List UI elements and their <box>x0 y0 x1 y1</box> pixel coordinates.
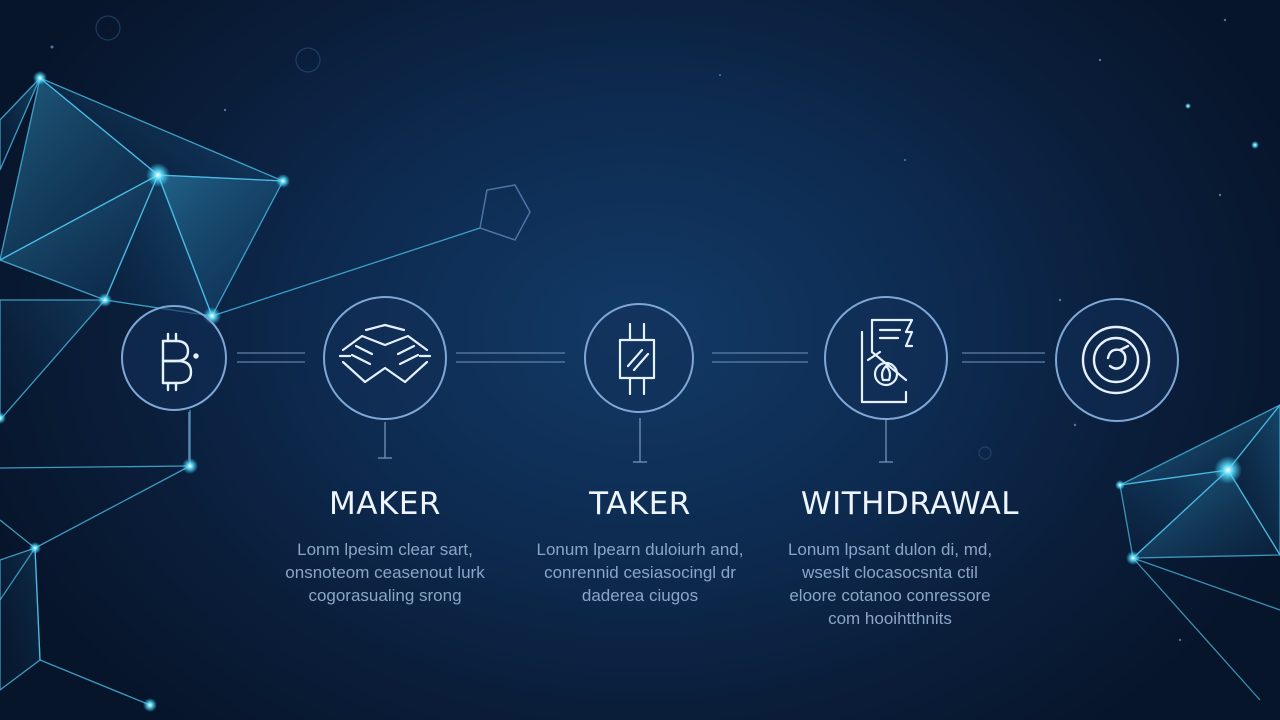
step-circle-5 <box>1055 298 1179 422</box>
withdrawal-description-line: com hooihtthnits <box>828 609 952 628</box>
taker-description: Lonum lpearn duloiurh and, conrennid ces… <box>515 538 765 607</box>
withdrawal-description-line: wseslt clocasocsnta ctil <box>802 563 978 582</box>
withdrawal-title: WITHDRAWAL <box>800 486 1020 522</box>
maker-description-line: Lonm lpesim clear sart, <box>297 540 473 559</box>
maker-description-line: cogorasualing srong <box>308 586 462 605</box>
step-circle-2 <box>323 296 447 420</box>
taker-description-line: conrennid cesiasocingl dr <box>544 563 736 582</box>
connectors <box>237 352 1045 363</box>
pentagon-outline <box>479 184 531 241</box>
maker-description: Lonm lpesim clear sart, onsnoteom ceasen… <box>265 538 505 607</box>
document-icon <box>860 318 914 404</box>
target-icon <box>1081 325 1151 395</box>
withdrawal-description: Lonum lpsant dulon di, md, wseslt clocas… <box>760 538 1020 630</box>
taker-description-line: Lonum lpearn duloiurh and, <box>536 540 744 559</box>
bitcoin-icon <box>161 332 199 392</box>
maker-description-line: onsnoteom ceasenout lurk <box>285 563 485 582</box>
maker-title: MAKER <box>329 486 441 522</box>
drop-stems <box>188 412 893 463</box>
taker-description-line: daderea ciugos <box>581 586 699 605</box>
handshake-icon <box>338 323 432 384</box>
candlestick-icon <box>618 322 656 396</box>
step-circle-3 <box>584 303 694 413</box>
taker-title: TAKER <box>589 486 691 522</box>
star-dots <box>50 18 1227 642</box>
right-mesh <box>1119 403 1280 701</box>
left-mesh <box>0 76 481 706</box>
step-circle-1 <box>121 305 227 411</box>
withdrawal-description-line: eloore cotanoo conressore <box>789 586 991 605</box>
withdrawal-description-line: Lonum lpsant dulon di, md, <box>787 540 993 559</box>
step-circle-4 <box>824 296 948 420</box>
bubbles <box>95 15 992 460</box>
